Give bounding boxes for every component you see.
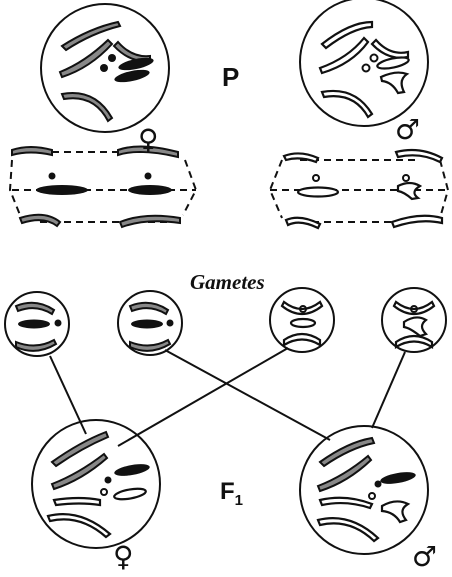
f1-letter: F xyxy=(220,478,235,505)
cross-lines xyxy=(50,348,405,446)
parental-generation-label: P xyxy=(222,62,239,93)
female-symbol-icon: ♀ xyxy=(138,126,159,154)
gamete-male-2 xyxy=(382,288,446,352)
f1-female-nucleus xyxy=(32,420,160,548)
f1-subscript: 1 xyxy=(235,492,243,509)
male-symbol-icon: ♂ xyxy=(412,543,437,571)
p-female-spindle xyxy=(10,146,196,227)
p-male-spindle xyxy=(270,150,448,228)
female-symbol-icon: ♀ xyxy=(113,543,134,571)
gamete-female-1 xyxy=(5,292,69,356)
male-symbol-icon: ♂ xyxy=(395,116,420,144)
gamete-female-2 xyxy=(118,291,182,355)
f1-male-nucleus xyxy=(300,426,428,554)
p-female-nucleus xyxy=(41,4,169,132)
p-male-nucleus xyxy=(300,0,428,126)
gametes-label: Gametes xyxy=(190,270,265,295)
gamete-male-1 xyxy=(270,288,334,352)
f1-generation-label: F1 xyxy=(220,478,243,509)
